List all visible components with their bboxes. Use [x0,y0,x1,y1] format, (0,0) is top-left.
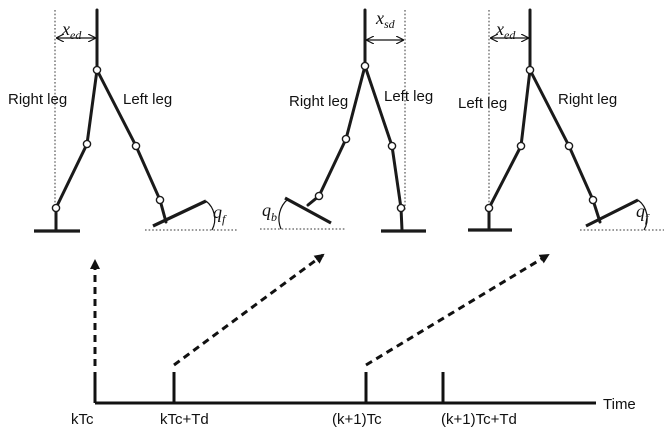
left-leg [95,68,168,224]
right-leg [54,68,99,232]
left-leg-label: Left leg [458,95,507,112]
left-foot [152,199,207,228]
angle-arc [205,200,216,231]
ankle-joint [396,203,406,213]
tick-label: kTc+Td [160,411,209,428]
dimension-label: xed [495,19,516,42]
axis-label: Time [603,396,636,413]
angle-label: qb [262,200,277,224]
right-leg-label: Left leg [123,91,172,108]
hip-joint [525,65,535,75]
ankle-joint [314,191,324,201]
figure-3-walker: xed qf Left leg Right leg [458,8,664,232]
timeline: kTc kTc+Td (k+1)Tc (k+1)Tc+Td Time [71,372,636,428]
angle-arc [278,198,289,230]
tick-label: (k+1)Tc [332,411,382,428]
right-leg [306,64,367,207]
knee-joint [516,141,526,151]
knee-joint [131,141,141,151]
dimension-label: xed [61,19,82,42]
knee-joint [82,139,92,149]
dashed-arrow [365,253,550,367]
tick-label: (k+1)Tc+Td [441,411,517,428]
left-leg [363,64,404,232]
figure-2-walker: xsd qb Right leg Left leg [260,8,433,233]
angle-arc [637,199,648,231]
knee-joint [387,141,397,151]
right-foot [284,196,332,225]
right-leg-label: Right leg [558,91,617,108]
tick-label: kTc [71,411,94,428]
left-leg [487,68,532,230]
dimension-label: xsd [375,8,396,31]
left-leg-label: Right leg [8,91,67,108]
dashed-arrow [173,253,325,367]
ankle-joint [51,203,61,213]
right-foot [585,198,639,228]
event-arrows [90,253,550,367]
ankle-joint [588,195,598,205]
ankle-joint [484,203,494,213]
right-leg-label: Right leg [289,93,348,110]
left-leg-label: Left leg [384,88,433,105]
angle-label: qf [636,201,650,225]
hip-joint [360,61,370,71]
hip-joint [92,65,102,75]
angle-label: qf [213,202,227,226]
ankle-joint [155,195,165,205]
figure-1-walker: xed qf Right leg Left leg [8,8,238,233]
knee-joint [341,134,351,144]
right-leg [528,68,602,224]
knee-joint [564,141,574,151]
